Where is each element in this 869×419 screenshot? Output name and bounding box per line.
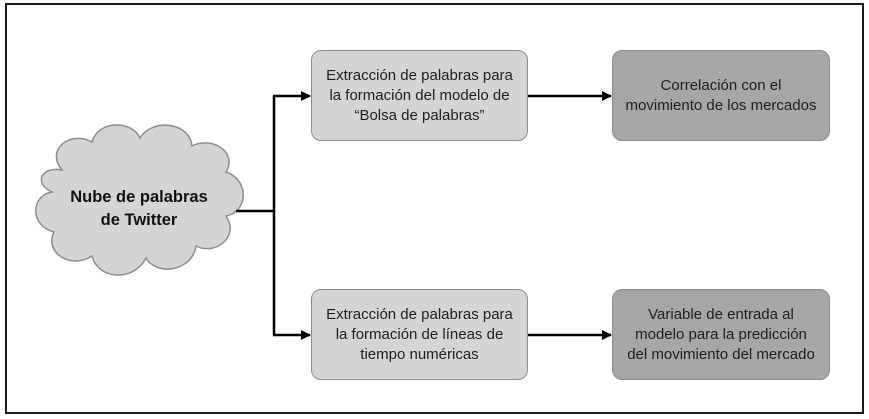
top-step1-box: Extracción de palabras para la formación… bbox=[311, 50, 528, 141]
bottom-step2-box: Variable de entrada al modelo para la pr… bbox=[612, 289, 830, 380]
top-step2-box: Correlación con el movimiento de los mer… bbox=[612, 50, 830, 141]
bottom-step1-box: Extracción de palabras para la formación… bbox=[311, 289, 528, 380]
connectors bbox=[236, 91, 612, 340]
cloud-icon bbox=[35, 124, 244, 276]
cloud-label: Nube de palabras de Twitter bbox=[70, 188, 208, 229]
